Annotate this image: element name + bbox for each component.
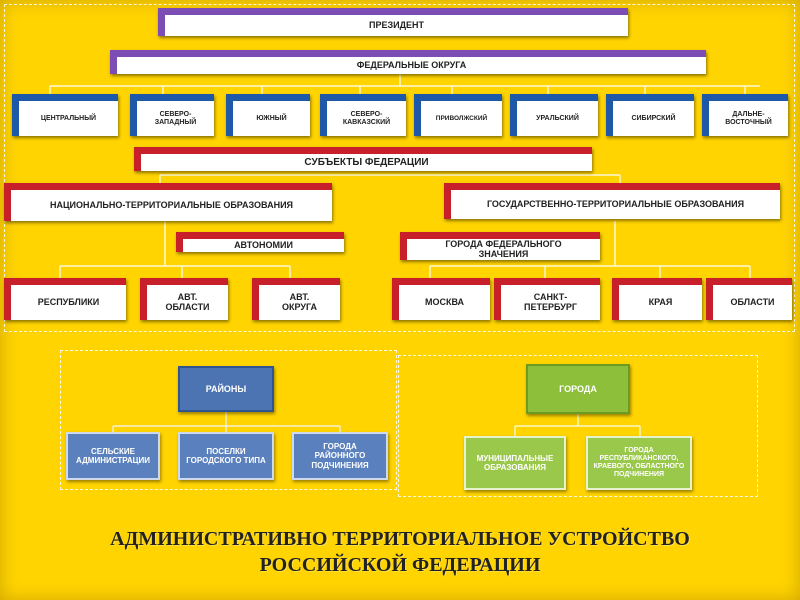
district-towns-box: ГОРОДА РАЙОННОГО ПОДЧИНЕНИЯ: [292, 432, 388, 480]
slide-title-line-1: АДМИНИСТРАТИВНО ТЕРРИТОРИАЛЬНОЕ УСТРОЙСТ…: [110, 528, 690, 550]
moscow-box: МОСКВА: [392, 278, 490, 320]
krai-box: КРАЯ: [612, 278, 702, 320]
autonomies-box: АВТОНОМИИ: [176, 232, 344, 252]
oblasts-box: ОБЛАСТИ: [706, 278, 792, 320]
cities-top-box: ГОРОДА: [526, 364, 630, 414]
aut-oblasts-box: АВТ. ОБЛАСТИ: [140, 278, 228, 320]
district-volga: ПРИВОЛЖСКИЙ: [414, 94, 502, 136]
district-central: ЦЕНТРАЛЬНЫЙ: [12, 94, 118, 136]
upper-dashed-frame: [4, 4, 795, 332]
district-siberia: СИБИРСКИЙ: [606, 94, 694, 136]
subjects-label: СУБЪЕКТЫ ФЕДЕРАЦИИ: [304, 157, 429, 168]
urban-settlements-box: ПОСЕЛКИ ГОРОДСКОГО ТИПА: [178, 432, 274, 480]
district-far-east: ДАЛЬНЕ-ВОСТОЧНЫЙ: [702, 94, 788, 136]
districts-frame: [60, 350, 397, 490]
cities-frame: [398, 355, 758, 497]
district-north-caucasus: СЕВЕРО-КАВКАЗСКИЙ: [320, 94, 406, 136]
rayony-box: РАЙОНЫ: [178, 366, 274, 412]
federal-districts-label: ФЕДЕРАЛЬНЫЕ ОКРУГА: [356, 59, 467, 70]
rural-administrations-box: СЕЛЬСКИЕ АДМИНИСТРАЦИИ: [66, 432, 160, 480]
aut-okrugs-box: АВТ. ОКРУГА: [252, 278, 340, 320]
national-territorial-box: НАЦИОНАЛЬНО-ТЕРРИТОРИАЛЬНЫЕ ОБРАЗОВАНИЯ: [4, 183, 332, 221]
rayony-label: РАЙОНЫ: [205, 383, 247, 394]
district-northwest: СЕВЕРО-ЗАПАДНЫЙ: [130, 94, 214, 136]
federal-cities-label: ГОРОДА ФЕДЕРАЛЬНОГО ЗНАЧЕНИЯ: [445, 238, 562, 259]
president-box: ПРЕЗИДЕНТ: [158, 8, 628, 36]
slide-title-line-2: РОССИЙСКОЙ ФЕДЕРАЦИИ: [259, 554, 541, 576]
federal-cities-box: ГОРОДА ФЕДЕРАЛЬНОГО ЗНАЧЕНИЯ: [400, 232, 600, 260]
district-ural: УРАЛЬСКИЙ: [510, 94, 598, 136]
spb-box: САНКТ-ПЕТЕРБУРГ: [494, 278, 600, 320]
federal-districts-box: ФЕДЕРАЛЬНЫЕ ОКРУГА: [110, 50, 706, 74]
cities-top-label: ГОРОДА: [559, 383, 597, 394]
subjects-box: СУБЪЕКТЫ ФЕДЕРАЦИИ: [134, 147, 592, 171]
republics-box: РЕСПУБЛИКИ: [4, 278, 126, 320]
municipal-box: МУНИЦИПАЛЬНЫЕ ОБРАЗОВАНИЯ: [464, 436, 566, 490]
state-territorial-label: ГОСУДАРСТВЕННО-ТЕРРИТОРИАЛЬНЫЕ ОБРАЗОВАН…: [486, 198, 745, 209]
state-territorial-box: ГОСУДАРСТВЕННО-ТЕРРИТОРИАЛЬНЫЕ ОБРАЗОВАН…: [444, 183, 780, 219]
national-territorial-label: НАЦИОНАЛЬНО-ТЕРРИТОРИАЛЬНЫЕ ОБРАЗОВАНИЯ: [49, 199, 294, 210]
autonomies-label: АВТОНОМИИ: [234, 239, 293, 250]
subordinate-cities-box: ГОРОДА РЕСПУБЛИКАНСКОГО, КРАЕВОГО, ОБЛАС…: [586, 436, 692, 490]
district-south: ЮЖНЫЙ: [226, 94, 310, 136]
president-label: ПРЕЗИДЕНТ: [369, 19, 424, 30]
